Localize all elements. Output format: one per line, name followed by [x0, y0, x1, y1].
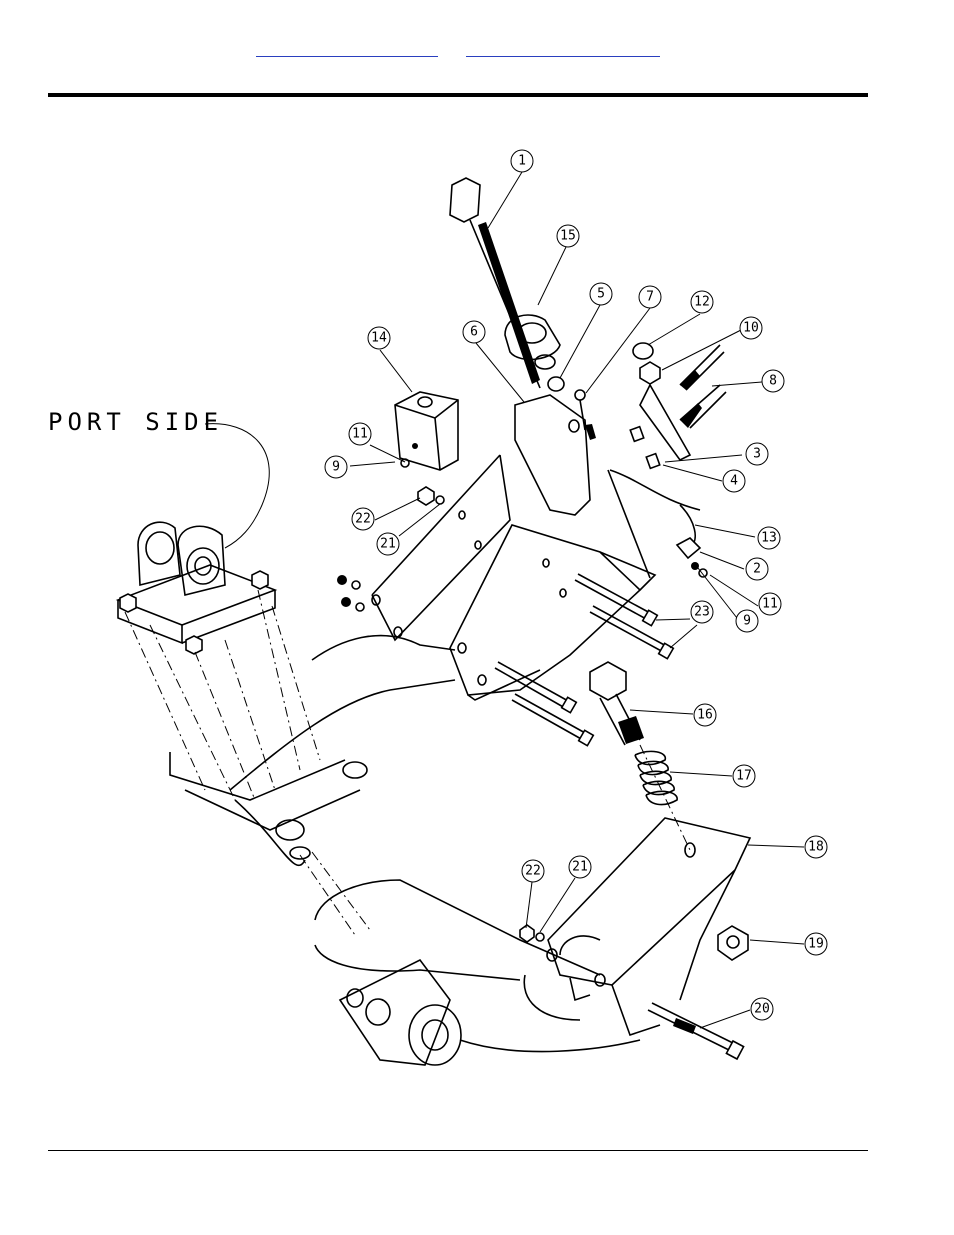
callout-22-lower: 22: [522, 860, 544, 882]
callout-21-upper: 21: [377, 533, 399, 555]
svg-text:12: 12: [694, 295, 710, 310]
svg-text:8: 8: [769, 374, 777, 389]
port-side-label: PORT SIDE: [48, 408, 223, 436]
callout-14: 14: [368, 327, 390, 349]
callout-2: 2: [746, 558, 768, 580]
callout-11-upper: 11: [349, 423, 371, 445]
svg-text:22: 22: [355, 512, 371, 527]
svg-text:13: 13: [761, 531, 777, 546]
svg-text:2: 2: [753, 562, 761, 577]
svg-text:3: 3: [753, 447, 761, 462]
svg-text:15: 15: [560, 229, 576, 244]
callout-9-upper: 9: [325, 456, 347, 478]
svg-text:11: 11: [762, 597, 778, 612]
svg-text:6: 6: [470, 325, 478, 340]
callout-3: 3: [746, 443, 768, 465]
lower-hardware: [520, 925, 748, 1059]
callout-12: 12: [691, 291, 713, 313]
svg-text:22: 22: [525, 864, 541, 879]
svg-text:21: 21: [380, 537, 396, 552]
callout-22-upper: 22: [352, 508, 374, 530]
block-part: [395, 392, 458, 470]
svg-text:9: 9: [743, 614, 751, 629]
svg-text:11: 11: [352, 427, 368, 442]
bolts-23: [495, 574, 673, 746]
svg-text:18: 18: [808, 840, 824, 855]
callout-1: 1: [511, 150, 533, 172]
svg-text:20: 20: [754, 1002, 770, 1017]
svg-text:14: 14: [371, 331, 387, 346]
callout-20: 20: [751, 998, 773, 1020]
callout-16: 16: [694, 704, 716, 726]
callout-23: 23: [691, 601, 713, 623]
lower-beam: [315, 880, 640, 1065]
callout-19: 19: [805, 933, 827, 955]
callout-9-lower: 9: [736, 610, 758, 632]
svg-text:19: 19: [808, 937, 824, 952]
svg-text:17: 17: [736, 769, 752, 784]
svg-text:5: 5: [597, 287, 605, 302]
upper-bracket: [515, 395, 590, 515]
svg-text:7: 7: [646, 290, 654, 305]
svg-text:9: 9: [332, 460, 340, 475]
callout-7: 7: [639, 286, 661, 308]
callout-21-lower: 21: [569, 856, 591, 878]
callout-8: 8: [762, 370, 784, 392]
callout-4: 4: [723, 470, 745, 492]
callout-13: 13: [758, 527, 780, 549]
svg-text:23: 23: [694, 605, 710, 620]
spring-bracket: [547, 818, 750, 1035]
callout-10: 10: [740, 317, 762, 339]
callout-11-lower: 11: [759, 593, 781, 615]
callout-6: 6: [463, 321, 485, 343]
cylinder-assembly: [118, 522, 370, 935]
svg-text:4: 4: [730, 474, 738, 489]
adjusting-rod: [450, 178, 564, 391]
leader-lines: [350, 172, 804, 1028]
callout-17: 17: [733, 765, 755, 787]
svg-text:1: 1: [518, 154, 526, 169]
spring-bolt: [590, 662, 690, 850]
main-frame: [230, 455, 655, 865]
callout-bubbles: 1 15 5 7 12 10 8 14 6 11 9 22 21 3 4 13 …: [325, 150, 827, 1020]
callout-15: 15: [557, 225, 579, 247]
svg-text:10: 10: [743, 321, 759, 336]
callout-5: 5: [590, 283, 612, 305]
svg-text:21: 21: [572, 860, 588, 875]
callout-18: 18: [805, 836, 827, 858]
svg-text:16: 16: [697, 708, 713, 723]
